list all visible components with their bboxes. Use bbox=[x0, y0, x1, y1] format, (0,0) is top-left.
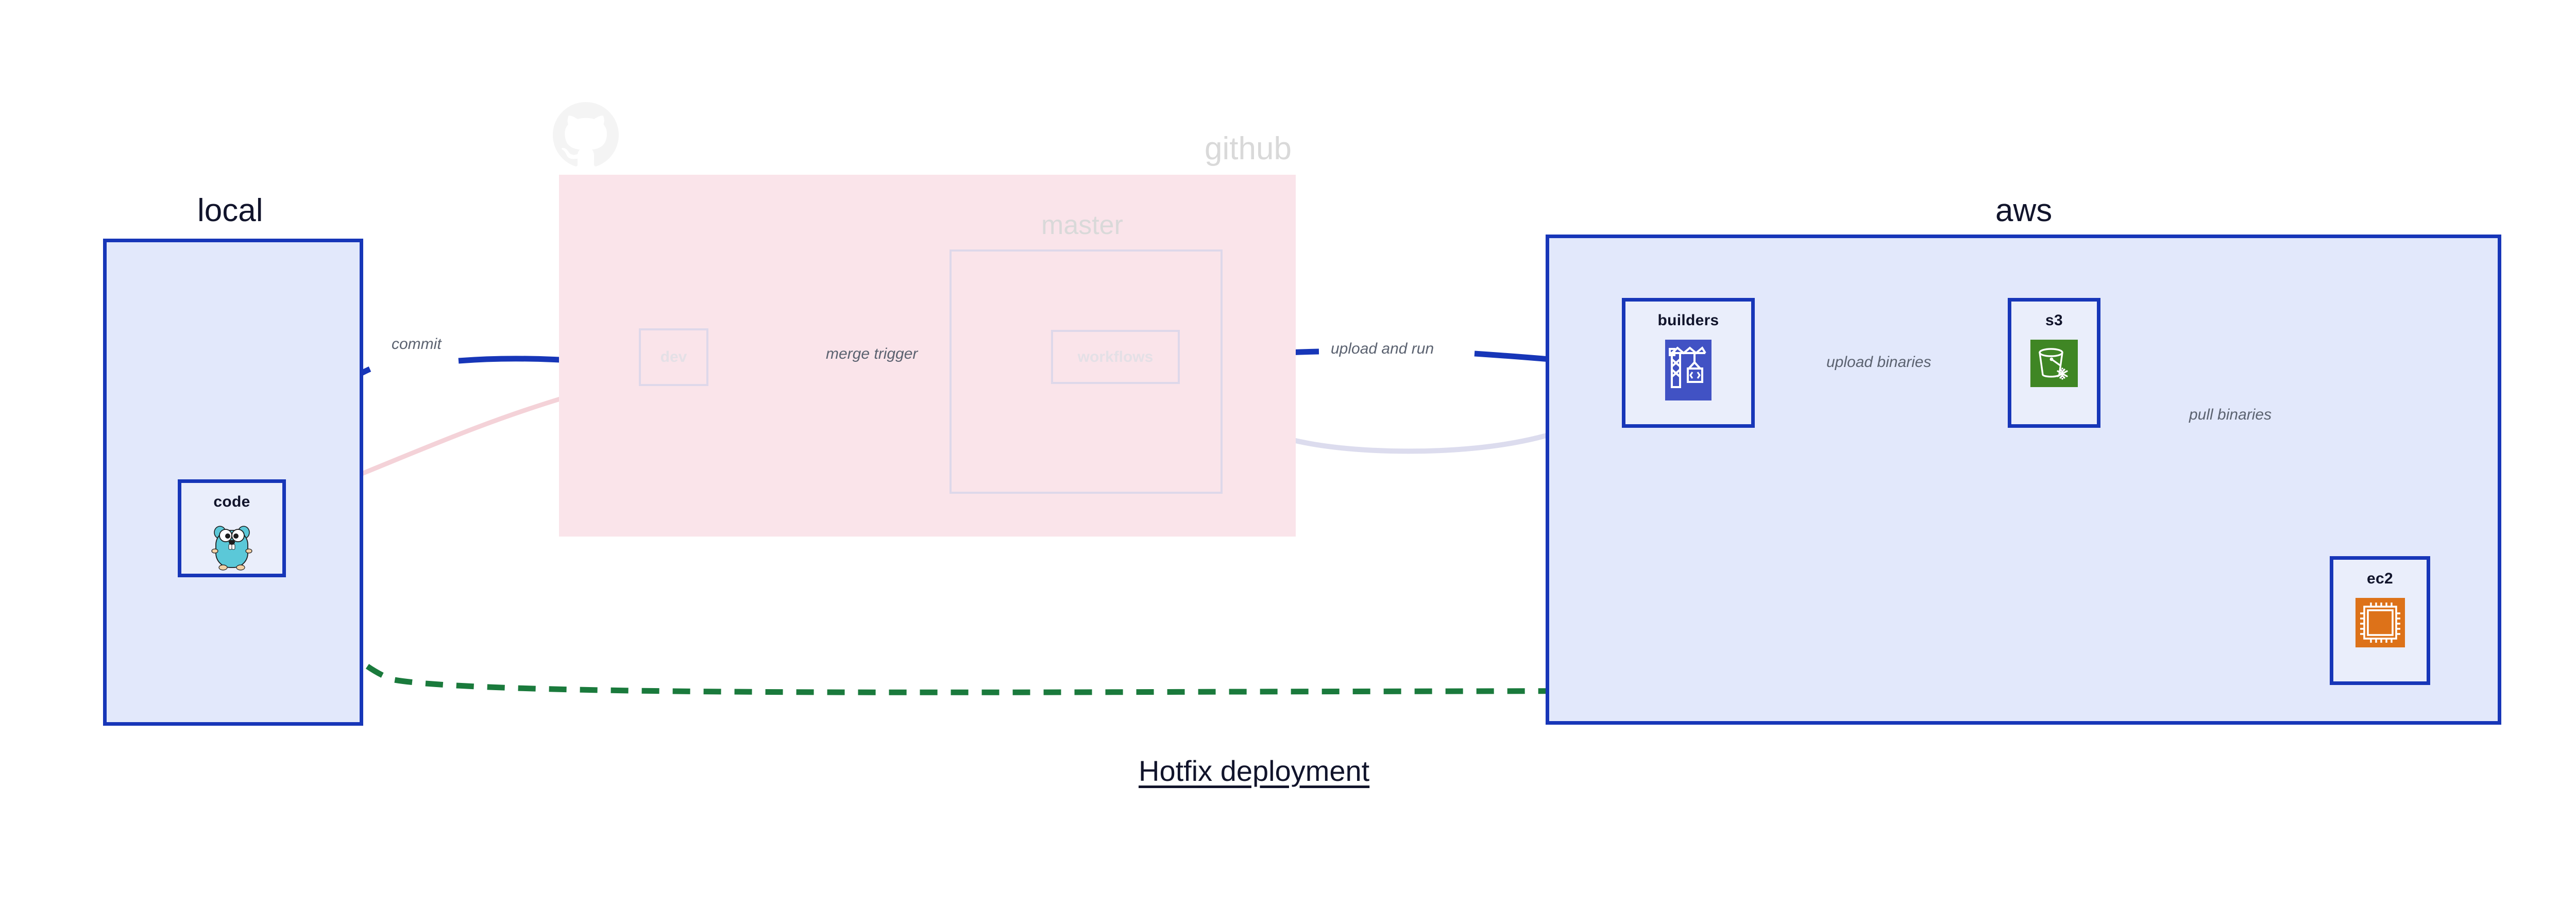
edge-label-pull-binaries: pull binaries bbox=[2189, 406, 2272, 423]
aws-ec2-chip-icon bbox=[2355, 598, 2405, 650]
node-ec2-label: ec2 bbox=[2367, 570, 2393, 587]
node-builders-label: builders bbox=[1657, 312, 1719, 329]
github-octocat-icon bbox=[553, 102, 619, 168]
node-ec2[interactable]: ec2 bbox=[2330, 556, 2430, 685]
aws-s3-glacier-bucket-icon bbox=[2030, 340, 2078, 390]
node-s3[interactable]: s3 bbox=[2008, 298, 2100, 428]
group-label-local: local bbox=[197, 193, 263, 228]
node-code[interactable]: code bbox=[178, 479, 286, 577]
node-dev-label: dev bbox=[660, 348, 687, 365]
edge-label-merge-trigger: merge trigger bbox=[826, 345, 918, 362]
node-s3-label: s3 bbox=[2045, 312, 2063, 329]
group-label-master: master bbox=[1041, 210, 1123, 240]
go-gopher-icon bbox=[209, 521, 255, 575]
node-workflows-label: workflows bbox=[1077, 348, 1154, 365]
node-dev[interactable]: dev bbox=[639, 328, 708, 386]
diagram-title: Hotfix deployment bbox=[1139, 755, 1370, 787]
group-master[interactable] bbox=[950, 249, 1223, 494]
group-label-aws: aws bbox=[1995, 193, 2053, 228]
edge-label-commit: commit bbox=[392, 336, 442, 353]
node-workflows[interactable]: workflows bbox=[1051, 330, 1180, 384]
group-label-github: github bbox=[1205, 131, 1292, 166]
group-github[interactable] bbox=[559, 175, 1296, 537]
aws-builder-crane-icon bbox=[1665, 340, 1711, 403]
node-builders[interactable]: builders bbox=[1622, 298, 1755, 428]
node-code-label: code bbox=[213, 493, 250, 510]
edge-label-upload-and-run: upload and run bbox=[1331, 340, 1434, 357]
edge-label-upload-binaries: upload binaries bbox=[1826, 354, 1931, 371]
